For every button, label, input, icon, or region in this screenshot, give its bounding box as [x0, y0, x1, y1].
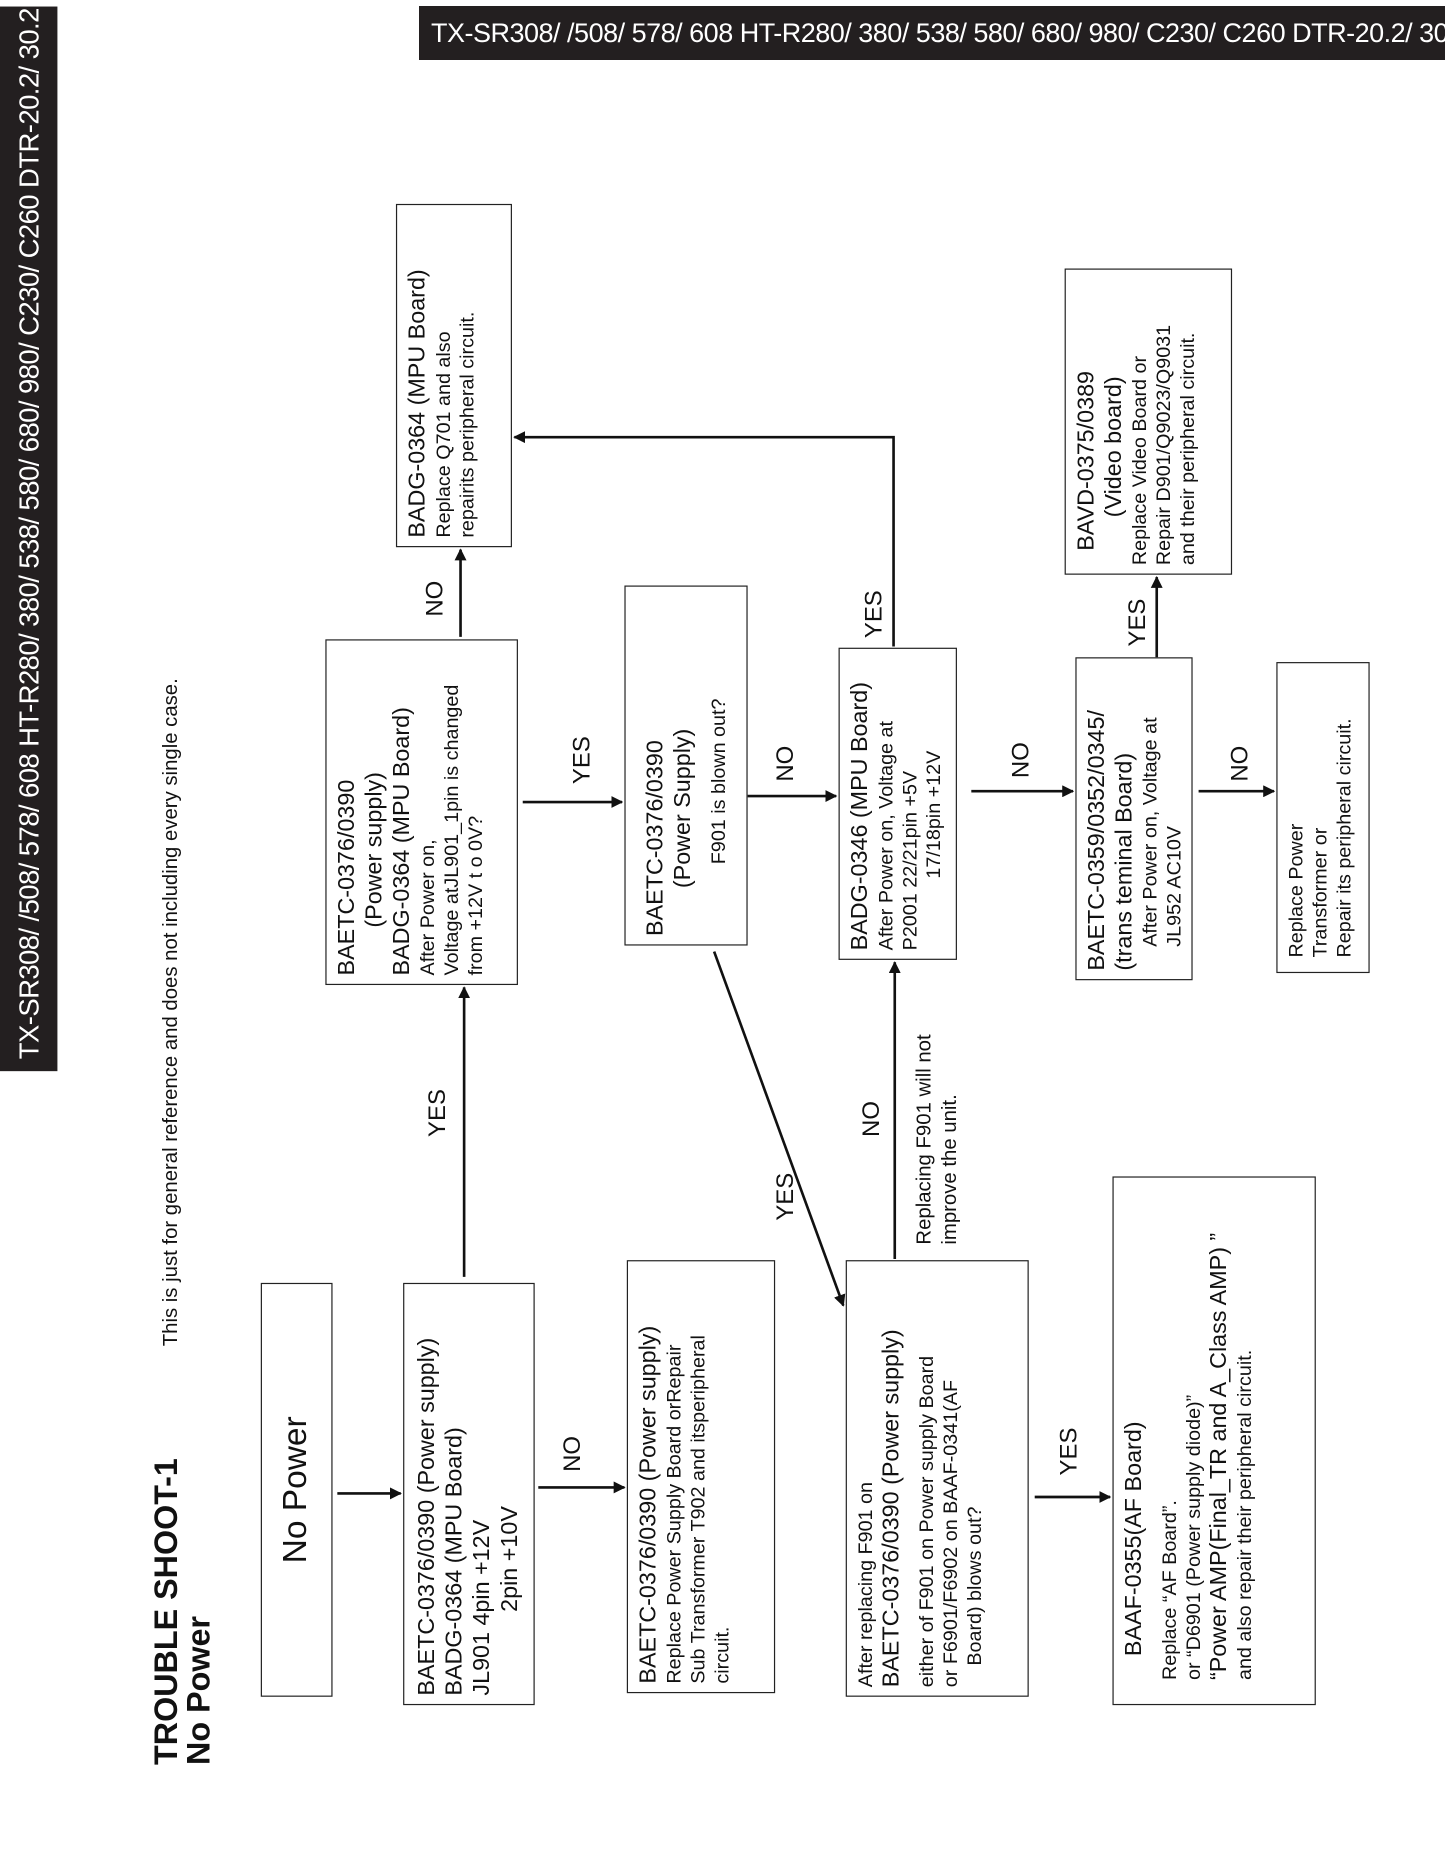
box-text-line: (Video board)	[1100, 376, 1127, 518]
label-yes: YES	[1056, 1427, 1083, 1476]
replacing-note-line: Replacing F901 will not	[912, 1034, 936, 1245]
box-text-line: P2001 22/21pin +5V	[899, 770, 922, 951]
box-text-line: Repair D901/Q9023/Q9031	[1153, 324, 1175, 566]
label-no: NO	[1008, 742, 1035, 779]
box-text-line: JL952 AC10V	[1163, 826, 1186, 947]
box-text-line: and their peripheral circuit.	[1177, 332, 1199, 566]
box-text-line: BAAF-0355(AF Board)	[1120, 1421, 1148, 1657]
label-no: NO	[1227, 745, 1254, 782]
replacing-note: Replacing F901 will not improve the unit…	[912, 1034, 962, 1244]
box-text-line: Replace Power	[1285, 823, 1308, 958]
box-text-line: or F6901/F6902 on BAAF-0341(AF	[940, 1379, 962, 1688]
header-bar-right: TX-SR308/ /508/ 578/ 608 HT-R280/ 380/ 5…	[419, 6, 1445, 60]
box-text-line: BAETC-0376/0390 (Power supply)	[878, 1329, 905, 1688]
box-text-line: BAETC-0376/0390	[333, 779, 361, 976]
label-yes: YES	[772, 1172, 800, 1221]
box-check-jl901: BAETC-0376/0390 (Power supply)BADG-0364 …	[403, 1282, 535, 1706]
box-check-p2001: BADG-0346 (MPU Board)After Power on, Vol…	[838, 647, 957, 960]
box-text-line: Voltage atJL901_1pin is changed	[441, 684, 463, 976]
box-text-line: and also repair their peripheral circuit…	[1234, 1349, 1257, 1681]
box-text-line: “Power AMP(Final_TR and A_Class AMP) ”	[1205, 1232, 1233, 1681]
box-af-board: BAAF-0355(AF Board) Replace “AF Board”.or…	[1112, 1176, 1316, 1706]
box-text-line: No Power	[276, 1416, 314, 1564]
box-text-line: Replace “AF Board”.	[1159, 1500, 1181, 1681]
box-text-line: After Power on, Voltage at	[875, 721, 898, 951]
box-text-line: F901 is blown out?	[708, 698, 730, 865]
box-text-line: 17/18pin +12V	[923, 750, 945, 879]
box-text-line: Replace Power Supply Board orRepair	[663, 1344, 686, 1684]
box-text-line: from +12V t o 0V?	[465, 815, 487, 976]
box-text-line: Transformer or	[1309, 827, 1332, 958]
label-yes: YES	[569, 736, 596, 785]
box-text-line: Replace Q701 and also	[433, 331, 455, 538]
box-replace-power-supply: BAETC-0376/0390 (Power supply)Replace Po…	[626, 1260, 776, 1694]
box-text-line: Replace Video Board or	[1129, 355, 1151, 566]
box-text-line: BAVD-0375/0389	[1072, 370, 1100, 551]
box-text-line: After Power on, Voltage at	[1139, 717, 1162, 947]
arrow-yes-to-q701	[513, 431, 895, 647]
box-text-line: (Power supply)	[361, 772, 388, 928]
box-text-line: Repair its peripheral circuit.	[1333, 718, 1356, 958]
box-text-line: either of F901 on Power supply Board	[916, 1355, 938, 1688]
box-video-board: BAVD-0375/0389(Video board)Replace Video…	[1064, 268, 1233, 575]
box-f901-blown: BAETC-0376/0390(Power Supply) F901 is blo…	[624, 585, 748, 946]
box-text-line: Sub Transformer T902 and itsperipheral	[687, 1335, 710, 1684]
label-no: NO	[858, 1101, 886, 1137]
box-text-line: or “D6901 (Power supply diode)”	[1183, 1394, 1205, 1681]
box-text-line: 2pin +10V	[496, 1506, 523, 1612]
box-text-line: BADG-0364 (MPU Board)	[388, 707, 416, 976]
flow-arrows	[337, 431, 1276, 1503]
box-check-jl901-1pin: BAETC-0376/0390(Power supply)BADG-0364 (…	[325, 639, 518, 986]
label-yes: YES	[861, 590, 888, 639]
box-text-line: BADG-0346 (MPU Board)	[846, 681, 874, 951]
box-text-line: After Power on,	[417, 839, 440, 976]
label-yes: YES	[424, 1089, 451, 1137]
replacing-note-line: improve the unit.	[937, 1094, 961, 1245]
box-text-line: BAETC-0376/0390 (Power supply)	[413, 1337, 441, 1696]
box-text-line: (Power Supply)	[669, 728, 697, 889]
box-replace-q701: BADG-0364 (MPU Board)Replace Q701 and al…	[395, 203, 512, 548]
label-no: NO	[772, 745, 800, 782]
box-text-line: JL901 4pin +12V	[468, 1519, 496, 1696]
box-check-jl952: BAETC-0359/0352/0345/(trans teminal Boar…	[1075, 657, 1193, 981]
box-text-line: circuit.	[711, 1626, 734, 1684]
box-text-line: BADG-0364 (MPU Board)	[441, 1427, 468, 1696]
box-text-line: BAETC-0376/0390	[642, 740, 669, 936]
arrow-yes-to-after-replacing	[712, 951, 846, 1307]
label-no: NO	[559, 1435, 587, 1472]
box-text-line: (trans teminal Board)	[1111, 752, 1138, 971]
label-yes: YES	[1124, 598, 1151, 647]
label-no: NO	[422, 580, 449, 617]
box-text-line: Board) blows out?	[964, 1506, 986, 1666]
box-text-line: BAETC-0359/0352/0345/	[1083, 710, 1111, 971]
box-text-line: BADG-0364 (MPU Board)	[404, 269, 431, 538]
rotated-page: TX-SR308/ /508/ 578/ 608 HT-R280/ 380/ 5…	[0, 6, 1445, 1875]
box-no-power: No Power	[260, 1282, 333, 1697]
box-text-line: BAETC-0376/0390 (Power supply)	[635, 1325, 662, 1684]
box-text-line: repairits peripheral circuit.	[456, 311, 479, 538]
box-text-line: After replacing F901 on	[855, 1482, 877, 1688]
